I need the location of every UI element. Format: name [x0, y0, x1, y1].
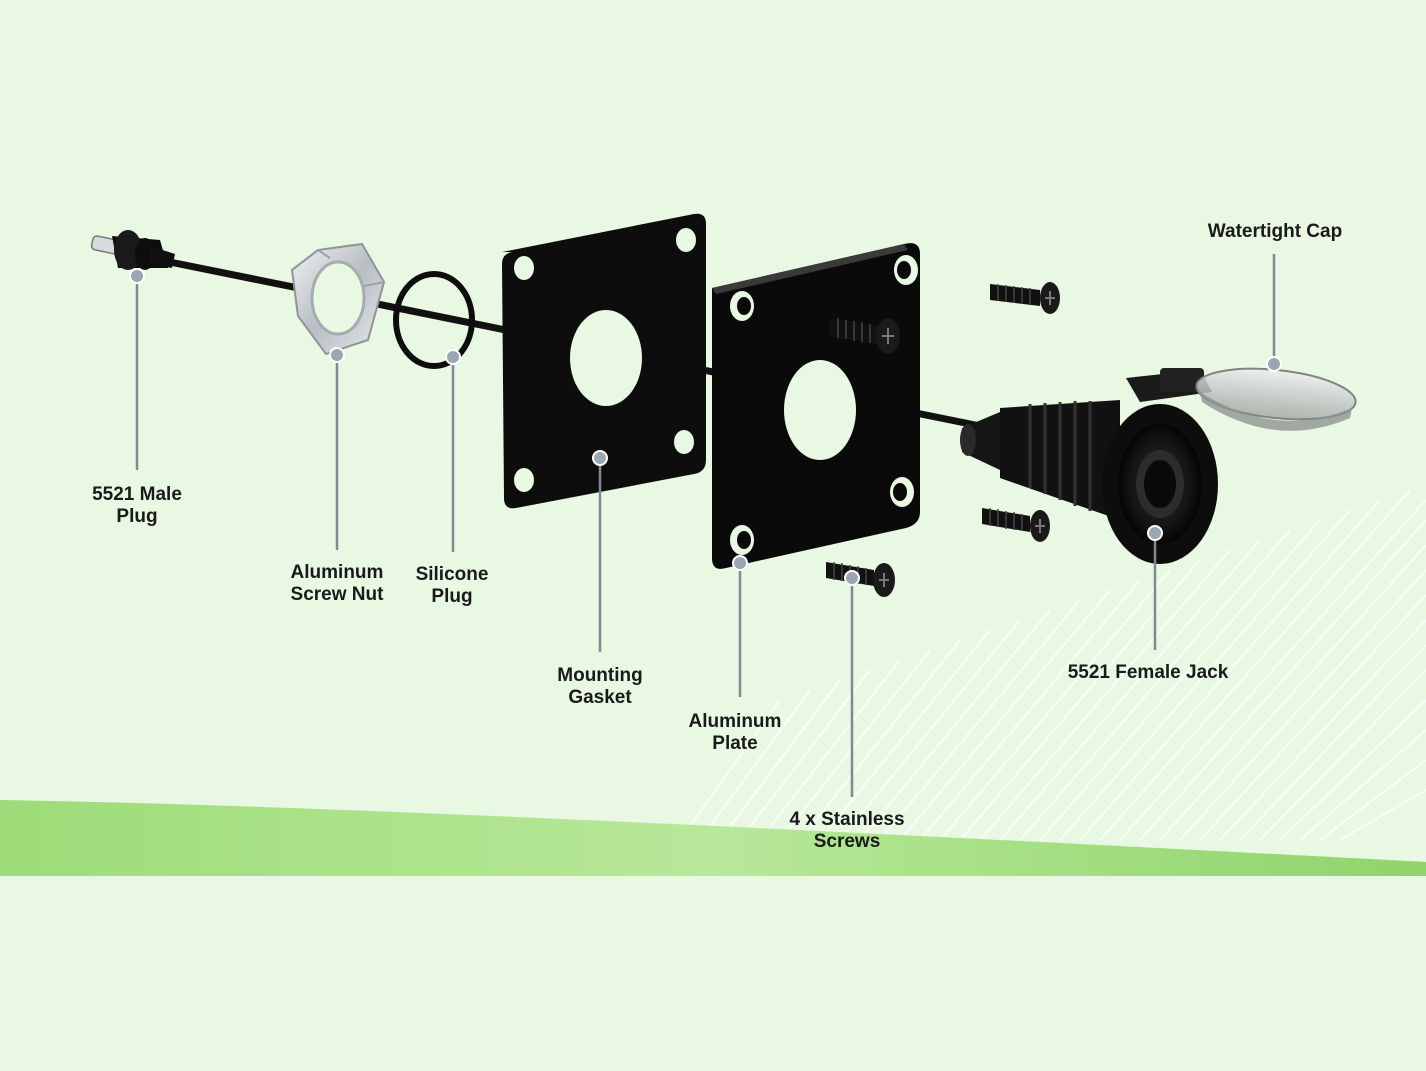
female-jack-part — [960, 368, 1218, 564]
callout-dot-silicone-plug — [445, 349, 461, 365]
lower-background — [0, 876, 1426, 1071]
mounting-gasket-part — [502, 213, 706, 509]
label-mounting-gasket: Mounting Gasket — [540, 665, 660, 709]
aluminum-plate-part — [712, 243, 920, 569]
callout-lines — [135, 254, 1276, 797]
callout-dot-female-jack — [1147, 525, 1163, 541]
callout-dots — [129, 268, 1282, 586]
label-screw-nut-line1: Aluminum — [290, 562, 384, 583]
screw-1-part — [830, 318, 900, 354]
label-watertight-cap: Watertight Cap — [1190, 221, 1360, 243]
label-stainless-screws-line1: 4 x Stainless — [789, 809, 905, 830]
label-silicone-plug: Silicone Plug — [402, 564, 502, 608]
label-mounting-gasket-line2: Gasket — [568, 687, 632, 708]
label-male-plug-line1: 5521 Male — [92, 484, 182, 505]
screw-nut-part — [290, 242, 386, 356]
label-silicone-plug-line2: Plug — [431, 586, 473, 607]
silicone-plug-part — [393, 271, 475, 369]
label-stainless-screws: 4 x Stainless Screws — [772, 809, 922, 853]
callout-dot-watertight-cap — [1266, 356, 1282, 372]
label-male-plug-line2: Plug — [116, 506, 158, 527]
screw-4-part — [826, 562, 895, 597]
label-screw-nut: Aluminum Screw Nut — [272, 562, 402, 606]
callout-dot-aluminum-plate — [732, 555, 748, 571]
label-aluminum-plate-line2: Plate — [712, 733, 758, 754]
label-aluminum-plate-line1: Aluminum — [688, 711, 782, 732]
label-mounting-gasket-line1: Mounting — [557, 665, 643, 686]
ground-band — [0, 800, 1426, 876]
callout-dot-male-plug — [129, 268, 145, 284]
callout-dot-mounting-gasket — [592, 450, 608, 466]
label-silicone-plug-line1: Silicone — [415, 564, 489, 585]
label-stainless-screws-line2: Screws — [813, 831, 881, 852]
label-female-jack-line1: 5521 Female Jack — [1067, 662, 1229, 683]
label-male-plug: 5521 Male Plug — [77, 484, 197, 528]
label-aluminum-plate: Aluminum Plate — [675, 711, 795, 755]
screw-2-part — [990, 282, 1060, 314]
label-screw-nut-line2: Screw Nut — [290, 584, 384, 605]
male-plug-part — [90, 230, 175, 270]
screw-3-part — [982, 508, 1050, 542]
callout-dot-stainless-screws — [844, 570, 860, 586]
label-watertight-cap-line1: Watertight Cap — [1207, 221, 1343, 242]
callout-dot-screw-nut — [329, 347, 345, 363]
decorative-hatch — [679, 489, 1426, 841]
label-female-jack: 5521 Female Jack — [1048, 662, 1248, 684]
